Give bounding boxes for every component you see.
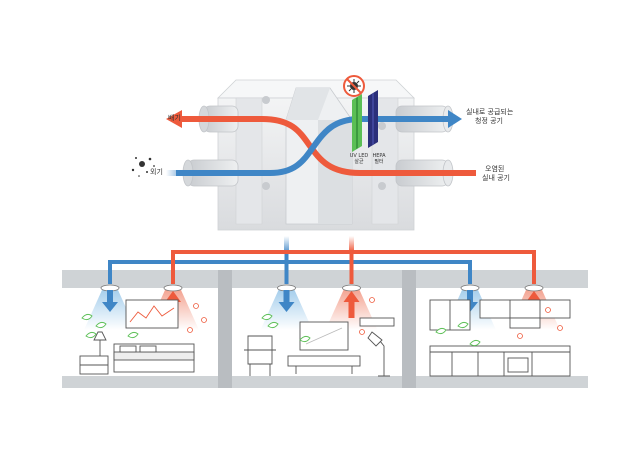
pollutant-dot-icon (201, 317, 207, 323)
dust-particles-icon (131, 157, 155, 177)
airflow-paths (166, 110, 476, 176)
bedroom-artwork (125, 299, 179, 329)
upper-cabinets (479, 299, 571, 319)
filter-stack (352, 90, 378, 152)
exhaust-flow (180, 116, 476, 176)
bedroom (79, 299, 195, 375)
leaf-icon (435, 327, 447, 335)
building (62, 270, 588, 388)
ventilation-unit (182, 79, 454, 231)
supply-arrowhead (448, 110, 462, 128)
lower-cabinets (429, 345, 571, 377)
hepa-label-line2: 필터 (374, 159, 384, 165)
hepa-label-line1: HEPA (372, 153, 386, 159)
kitchen (429, 299, 571, 377)
range-hood (509, 317, 541, 329)
pollutant-dot-icon (187, 327, 193, 333)
supply-air-line1: 실내로 공급되는 (466, 108, 514, 116)
leaf-icon (267, 321, 279, 329)
pollutant-dot-icon (359, 329, 365, 335)
partition-wall-1 (218, 270, 232, 388)
ceiling-slab (62, 270, 588, 288)
pollutant-dot-icon (517, 333, 523, 339)
living-room (244, 317, 395, 377)
leaf-icon (95, 321, 107, 329)
tv-console (287, 355, 361, 367)
leaf-icon (127, 331, 139, 339)
supply-flow (176, 116, 452, 176)
leaf-icon (299, 335, 311, 343)
leaf-icons (81, 297, 563, 347)
leaf-icon (469, 339, 481, 347)
duct-ends (108, 270, 536, 284)
uv-led-label-line1: UV LED (349, 153, 369, 159)
exhaust-arrowhead (166, 110, 182, 128)
leaf-icon (85, 331, 97, 339)
pollutant-dot-icon (369, 297, 375, 303)
pollutant-dot-icon (557, 325, 563, 331)
supply-diffuser-1 (84, 284, 136, 330)
wall-shelf (359, 317, 395, 327)
leaf-icon (81, 313, 93, 321)
polluted-air-label: 오염된 실내 공기 (482, 165, 510, 183)
supply-diffuser-2 (260, 284, 313, 330)
supply-air-label: 실내로 공급되는 청정 공기 (466, 108, 513, 126)
armchair (244, 335, 276, 365)
polluted-air-line2: 실내 공기 (482, 174, 510, 182)
floor-slab (62, 376, 588, 388)
uv-led-label-line2: 살균 (354, 159, 364, 165)
uv-led-label: UV LED 살균 (348, 153, 370, 165)
virus-blocked-icon (343, 75, 365, 97)
exhaust-label: 배기 (168, 114, 181, 122)
polluted-air-line1: 오염된 (485, 165, 505, 173)
partition-wall-2 (402, 270, 416, 388)
outdoor-air-label: 외기 (150, 168, 163, 176)
hepa-label: HEPA 필터 (368, 153, 390, 165)
pollutant-dot-icon (545, 307, 551, 313)
leaf-icon (457, 321, 469, 329)
leaf-icon (261, 313, 273, 321)
supply-air-line2: 청정 공기 (475, 117, 503, 125)
pollutant-dot-icon (193, 303, 199, 309)
